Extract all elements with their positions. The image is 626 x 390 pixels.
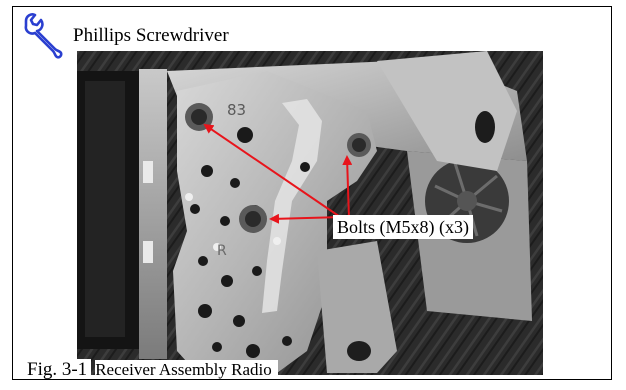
tool-label: Phillips Screwdriver [71, 25, 231, 47]
radio-receiver-photo: 83 R [77, 51, 543, 375]
stamp-letter: R [217, 243, 227, 259]
bolts-callout: Bolts (M5x8) (x3) [333, 215, 473, 239]
figure-frame: 83 R Phillips Screwdriver Bolts (M5x8) (… [12, 6, 612, 380]
stamp-83: 83 [227, 101, 246, 119]
figure-title: Receiver Assembly Radio [95, 360, 278, 379]
figure-number: Fig. 3-1 [27, 359, 92, 379]
wrench-icon [24, 13, 63, 59]
figure-caption: Fig. 3-1 Receiver Assembly Radio [27, 359, 278, 379]
